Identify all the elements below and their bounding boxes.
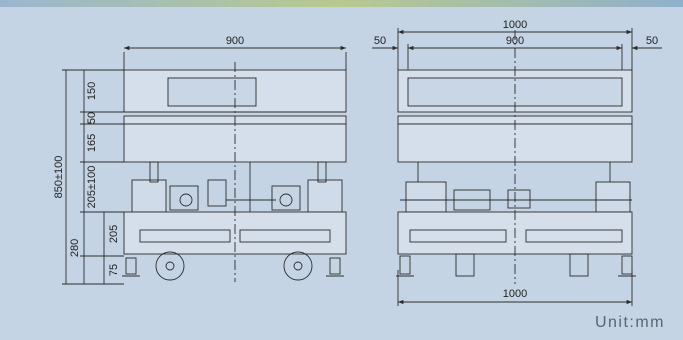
front-height-205-label: 205	[108, 225, 120, 243]
front-height-205-100-label: 205±100	[86, 166, 98, 209]
front-overall-height-label: 850±100	[53, 156, 65, 199]
front-dimensions	[62, 45, 347, 285]
side-margin-left-label: 50	[374, 35, 386, 47]
front-height-165-label: 165	[86, 134, 98, 152]
front-height-50-label: 50	[86, 112, 98, 124]
side-inner-width-label: 900	[506, 35, 524, 47]
side-base-width-label: 1000	[503, 288, 527, 300]
side-dimensions	[372, 28, 662, 306]
front-base-height-label: 280	[69, 239, 81, 257]
side-overall-top-label: 1000	[503, 19, 527, 31]
front-view	[122, 62, 347, 282]
side-view	[396, 30, 636, 284]
header-band	[0, 0, 683, 7]
side-margin-right-label: 50	[646, 35, 658, 47]
front-top-width-label: 900	[226, 35, 244, 47]
front-height-150-label: 150	[86, 82, 98, 100]
unit-label: Unit:mm	[594, 314, 665, 331]
front-height-75-label: 75	[108, 264, 120, 276]
